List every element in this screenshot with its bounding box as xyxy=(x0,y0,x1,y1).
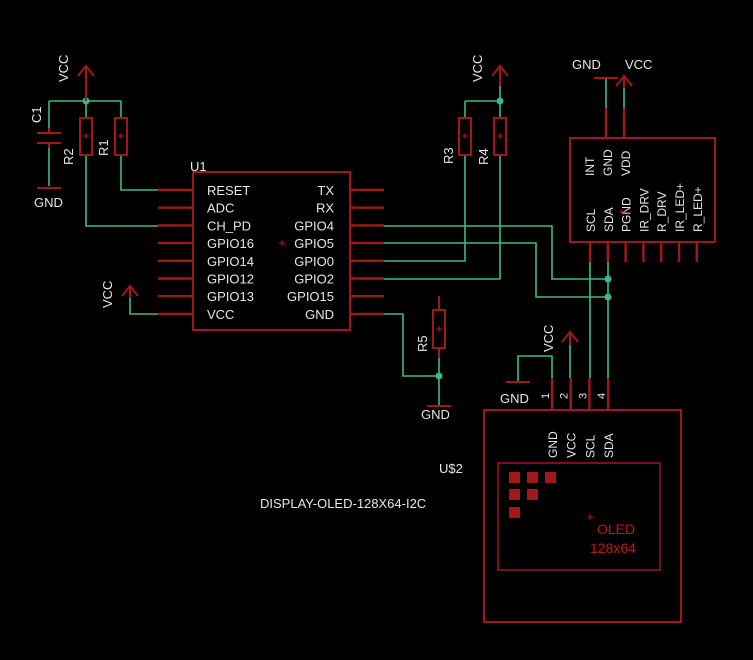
r3-label: R3 xyxy=(441,147,456,164)
wire-gpio5-sda xyxy=(384,242,608,298)
gnd-label: GND xyxy=(572,57,601,72)
vcc-label: VCC xyxy=(541,325,556,352)
resistor-r1: R1 xyxy=(96,117,128,156)
u1-pin-label: GND xyxy=(305,307,334,322)
gnd-symbol-sensor: GND xyxy=(572,57,618,79)
vcc-label: VCC xyxy=(470,55,485,82)
sensor-pin-label: GND xyxy=(601,149,615,176)
chip-u1: U1 RESET ADC CH_PD GPIO16GPIO14GPIO12GPIO13… xyxy=(158,159,384,331)
capacitor-c1: C1 xyxy=(29,106,61,148)
display-pin-number: 3 xyxy=(577,393,589,399)
display-pin-number: 4 xyxy=(596,393,608,399)
wire-gpio4-scl xyxy=(384,225,608,280)
vcc-symbol-right: VCC xyxy=(470,55,509,86)
u1-pin-label: GPIO2 xyxy=(294,272,334,287)
wire-r3-gpio0 xyxy=(384,155,466,262)
u1-pin-label: GPIO12 xyxy=(207,272,254,287)
vcc-symbol-left: VCC xyxy=(56,55,95,101)
gnd-symbol-r5: GND xyxy=(421,405,451,422)
sensor-bottom-pins xyxy=(588,242,698,262)
gnd-label: GND xyxy=(421,407,450,422)
resistor-r4: R4 xyxy=(476,117,507,165)
u1-pin-label: GPIO13 xyxy=(207,289,254,304)
vcc-label: VCC xyxy=(625,57,652,72)
wire-r1-reset xyxy=(120,155,158,191)
gnd-symbol-c1: GND xyxy=(34,187,63,210)
junction-dot xyxy=(604,275,612,283)
vcc-symbol-display: VCC xyxy=(541,325,579,352)
vcc-symbol-sensor: VCC xyxy=(615,57,652,88)
sensor-pin-label: VDD xyxy=(619,150,633,176)
vcc-label: VCC xyxy=(56,55,71,82)
wire-disp-gnd xyxy=(517,355,553,382)
wires xyxy=(48,78,625,406)
sensor-pin-label: IR_DRV xyxy=(637,188,651,232)
u1-pin-label: TX xyxy=(317,183,334,198)
display-name: DISPLAY-OLED-128X64-I2C xyxy=(260,496,426,511)
vcc-label: VCC xyxy=(100,281,115,308)
wire-r2-chpd xyxy=(85,155,158,227)
resistor-r3: R3 xyxy=(441,117,472,164)
sensor-pin-label: PGND xyxy=(620,197,634,232)
u1-pin-label: GPIO16 xyxy=(207,236,254,251)
oled-screen-line1: OLED xyxy=(597,521,635,537)
u1-pin-label: GPIO4 xyxy=(294,218,334,233)
r5-label: R5 xyxy=(415,335,430,352)
r4-label: R4 xyxy=(476,148,491,165)
gnd-label: GND xyxy=(34,195,63,210)
display-pin-label: GND xyxy=(546,431,560,458)
r2-label: R2 xyxy=(61,148,76,165)
u1-pin-label: CH_PD xyxy=(207,218,251,233)
vcc-symbol-u1: VCC xyxy=(100,281,139,308)
wire-u1-vcc xyxy=(129,298,158,315)
c1-label: C1 xyxy=(29,106,44,123)
u1-pin-label: RESET xyxy=(207,183,250,198)
wire-u1-gnd-r5 xyxy=(384,296,440,377)
u1-pin-label: RX xyxy=(316,201,334,216)
u1-pin-label: VCC xyxy=(207,307,234,322)
junction-dot xyxy=(496,97,504,105)
sensor-pin-label: SDA xyxy=(602,207,616,232)
u1-pin-label: ADC xyxy=(207,201,234,216)
gnd-label: GND xyxy=(500,391,529,406)
oled-screen-line2: 128x64 xyxy=(590,540,636,556)
sensor-pin-label: R_LED+ xyxy=(691,186,705,232)
wire-vcc-right xyxy=(464,86,501,118)
r1-label: R1 xyxy=(96,139,111,156)
u1-pin-label: GPIO5 xyxy=(294,236,334,251)
u1-pin-label: GPIO15 xyxy=(287,289,334,304)
sensor-pin-label: R_DRV xyxy=(655,192,669,232)
resistor-r5: R5 xyxy=(415,296,446,358)
u1-label: U1 xyxy=(190,159,207,174)
display-pin-number: 1 xyxy=(540,393,552,399)
resistor-r2: R2 xyxy=(61,117,93,165)
wire-vcc-left xyxy=(48,100,122,128)
junctions xyxy=(82,97,612,380)
sensor-pin-label: INT xyxy=(583,156,597,176)
sensor-pin-label: IR_LED+ xyxy=(673,183,687,232)
display-pin-label: SDA xyxy=(602,433,616,458)
display-pin-label: VCC xyxy=(565,432,579,458)
u1-pin-label: GPIO0 xyxy=(294,254,334,269)
display-pin-number: 2 xyxy=(559,393,571,399)
sensor-pin-label: SCL xyxy=(584,208,598,232)
oled-pixels xyxy=(509,472,556,518)
display-pin-label: SCL xyxy=(583,434,597,458)
gnd-symbol-display: GND xyxy=(500,381,530,406)
u1-pin-label: GPIO14 xyxy=(207,254,254,269)
u2-label: U$2 xyxy=(439,461,463,476)
junction-dot xyxy=(435,372,443,380)
wire-r4-gpio2 xyxy=(384,155,501,280)
junction-dot xyxy=(604,293,612,301)
sensor-upper-labels: INT GND VDD xyxy=(583,149,633,176)
